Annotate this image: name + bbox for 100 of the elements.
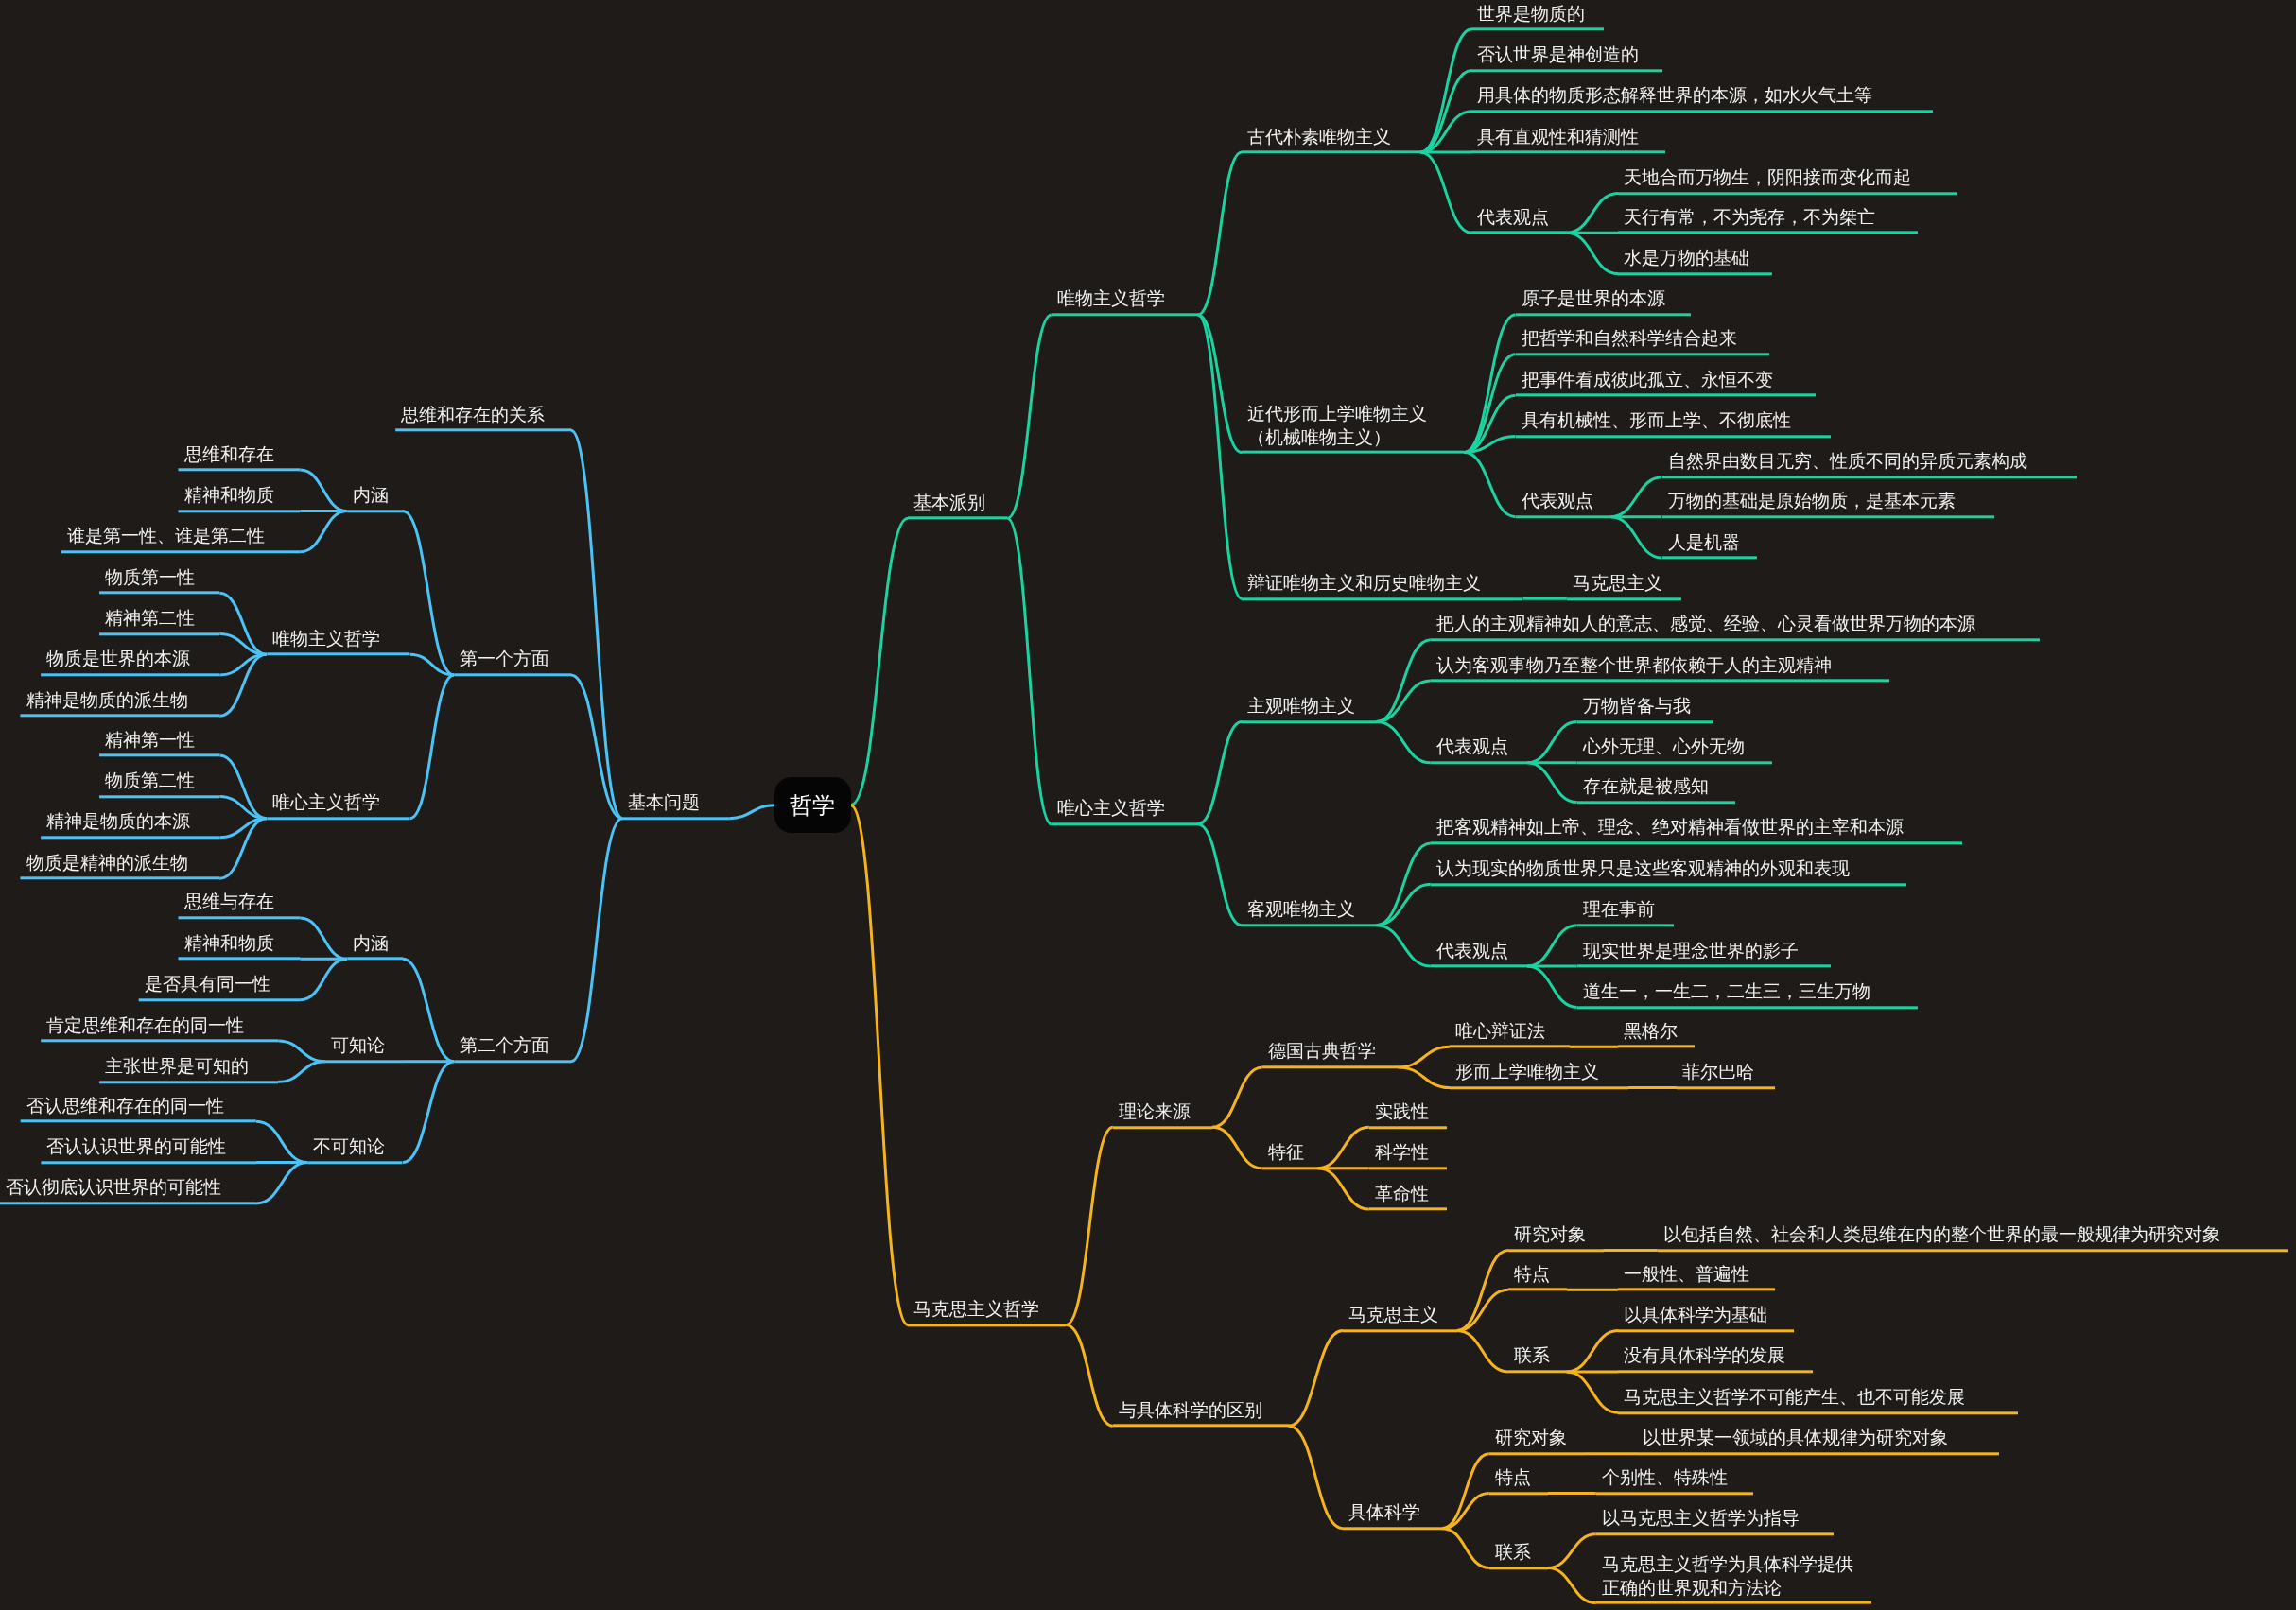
connector-line (1197, 720, 1243, 826)
topic-label: 现实世界是理念世界的影子 (1576, 938, 1831, 968)
topic-label: 存在就是被感知 (1576, 774, 1735, 805)
connector-line (1196, 313, 1244, 600)
topic-label: 把客观精神如上帝、理念、绝对精神看做世界的主宰和本源 (1430, 815, 1962, 845)
topic-label: 没有具体科学的发展 (1618, 1343, 1813, 1374)
connector-line (1527, 761, 1577, 765)
connector-line (278, 1060, 325, 1083)
connector-line (409, 652, 455, 677)
connector-line (1376, 924, 1432, 968)
connector-line (1196, 150, 1243, 317)
connector-line (1419, 150, 1472, 234)
connector-line (1376, 638, 1432, 723)
connector-line (1566, 1288, 1619, 1291)
connector-line (1398, 1045, 1451, 1069)
topic-label: 人是机器 (1661, 529, 1758, 560)
topic-label: 思维和存在的关系 (395, 403, 571, 432)
connector-line (1211, 1125, 1262, 1170)
topic-label: 万物皆备与我 (1576, 694, 1713, 723)
topic-label: 唯心主义哲学 (1051, 796, 1198, 826)
topic-label: 马克思主义哲学为具体科学提供正确的世界观和方法论 (1595, 1551, 1871, 1605)
connector-line (1526, 964, 1577, 1009)
topic-label: 用具体的物质形态解释世界的本源，如水火气土等 (1471, 83, 1933, 113)
connector-line (1566, 231, 1619, 276)
topic-label: 精神是物质的派生物 (20, 688, 220, 718)
topic-label: 自然界由数目无穷、性质不同的异质元素构成 (1661, 449, 2077, 479)
connector-line (569, 817, 624, 1063)
topic-label: 基本派别 (908, 491, 1008, 520)
topic-label: 具有机械性、形而上学、不彻底性 (1515, 408, 1831, 438)
topic-label: 研究对象 (1507, 1222, 1604, 1252)
topic-label: 精神和物质 (178, 483, 301, 512)
connector-line (1547, 1492, 1596, 1495)
topic-label: 理论来源 (1112, 1099, 1213, 1129)
topic-label: 是否具有同一性 (139, 972, 301, 1002)
topic-label: 以马克思主义哲学为指导 (1595, 1506, 1834, 1536)
connector-line (1464, 353, 1517, 454)
topic-label: 万物的基础是原始物质，是基本元素 (1661, 489, 1994, 519)
topic-label: 思维和存在 (178, 441, 301, 472)
topic-label: 不可知论 (307, 1134, 403, 1165)
topic-label: 马克思主义 (1566, 571, 1681, 600)
topic-label: 具有直观性和猜测性 (1471, 124, 1665, 154)
topic-label: 世界是物质的 (1471, 1, 1604, 31)
topic-label: 科学性 (1368, 1140, 1447, 1170)
connector-line (1585, 1452, 1638, 1456)
topic-label: 内涵 (347, 483, 403, 512)
topic-label: 黑格尔 (1618, 1019, 1695, 1048)
connector-line (402, 1060, 454, 1064)
connector-line (219, 817, 267, 840)
connector-line (1627, 1086, 1677, 1090)
topic-label: 思维与存在 (178, 890, 301, 920)
connector-line (1610, 515, 1662, 560)
topic-label: 否认世界是神创造的 (1471, 43, 1662, 72)
connector-line (1547, 1566, 1596, 1605)
topic-label: 内涵 (347, 931, 403, 961)
topic-label: 客观唯物主义 (1242, 897, 1377, 927)
topic-label: 精神是物质的本源 (41, 809, 220, 840)
connector-line (218, 652, 268, 718)
connector-line (1566, 191, 1619, 234)
connector-line (409, 673, 455, 820)
topic-label: 主张世界是可知的 (99, 1054, 279, 1083)
connector-line (218, 817, 268, 880)
topic-label: 特点 (1507, 1262, 1567, 1291)
topic-label: 个别性、特殊性 (1595, 1465, 1753, 1495)
topic-label: 物质第二性 (99, 769, 220, 798)
topic-label: 代表观点 (1430, 938, 1528, 968)
topic-label: 认为现实的物质世界只是这些客观精神的外观和表现 (1430, 857, 1907, 886)
connector-line (300, 957, 348, 1002)
topic-label: 以世界某一领域的具体规律为研究对象 (1637, 1426, 1999, 1456)
connector-line (1065, 1126, 1114, 1326)
topic-label: 否认认识世界的可能性 (41, 1134, 256, 1165)
connector-line (1566, 1370, 1619, 1374)
connector-line (1065, 1324, 1114, 1428)
connector-line (1197, 822, 1243, 927)
connector-line (1376, 719, 1432, 765)
topic-label: 辩证唯物主义和历史唯物主义 (1242, 571, 1523, 600)
topic-label: 水是万物的基础 (1618, 246, 1772, 276)
topic-label: 马克思主义哲学不可能产生、也不可能发展 (1618, 1385, 2018, 1414)
connector-line (1211, 1065, 1263, 1129)
topic-label: 唯物主义哲学 (266, 627, 410, 656)
topic-label: 代表观点 (1430, 735, 1528, 765)
central-topic: 哲学 (774, 777, 851, 834)
topic-label: 革命性 (1368, 1181, 1447, 1211)
topic-label: 物质是世界的本源 (41, 647, 220, 677)
topic-label: 第一个方面 (454, 647, 571, 677)
connector-line (1526, 924, 1577, 968)
topic-label: 研究对象 (1488, 1426, 1586, 1456)
topic-label: 唯心辩证法 (1450, 1019, 1570, 1048)
topic-label: 把人的主观精神如人的意志、感觉、经验、心灵看做世界万物的本源 (1430, 612, 2040, 642)
topic-label: 把事件看成彼此孤立、永恒不变 (1515, 367, 1817, 397)
connector-line (1603, 1248, 1658, 1252)
topic-label: 可知论 (324, 1033, 403, 1064)
connector-line (1288, 1329, 1344, 1428)
topic-label: 第二个方面 (454, 1033, 571, 1064)
connector-line (218, 591, 268, 656)
topic-label: 物质是精神的派生物 (20, 850, 220, 880)
topic-label: 菲尔巴哈 (1677, 1060, 1775, 1090)
topic-label: 近代形而上学唯物主义（机械唯物主义） (1242, 401, 1465, 454)
topic-label: 把哲学和自然科学结合起来 (1515, 326, 1769, 356)
connector-line (1398, 1065, 1451, 1090)
topic-label: 唯心主义哲学 (266, 790, 410, 821)
